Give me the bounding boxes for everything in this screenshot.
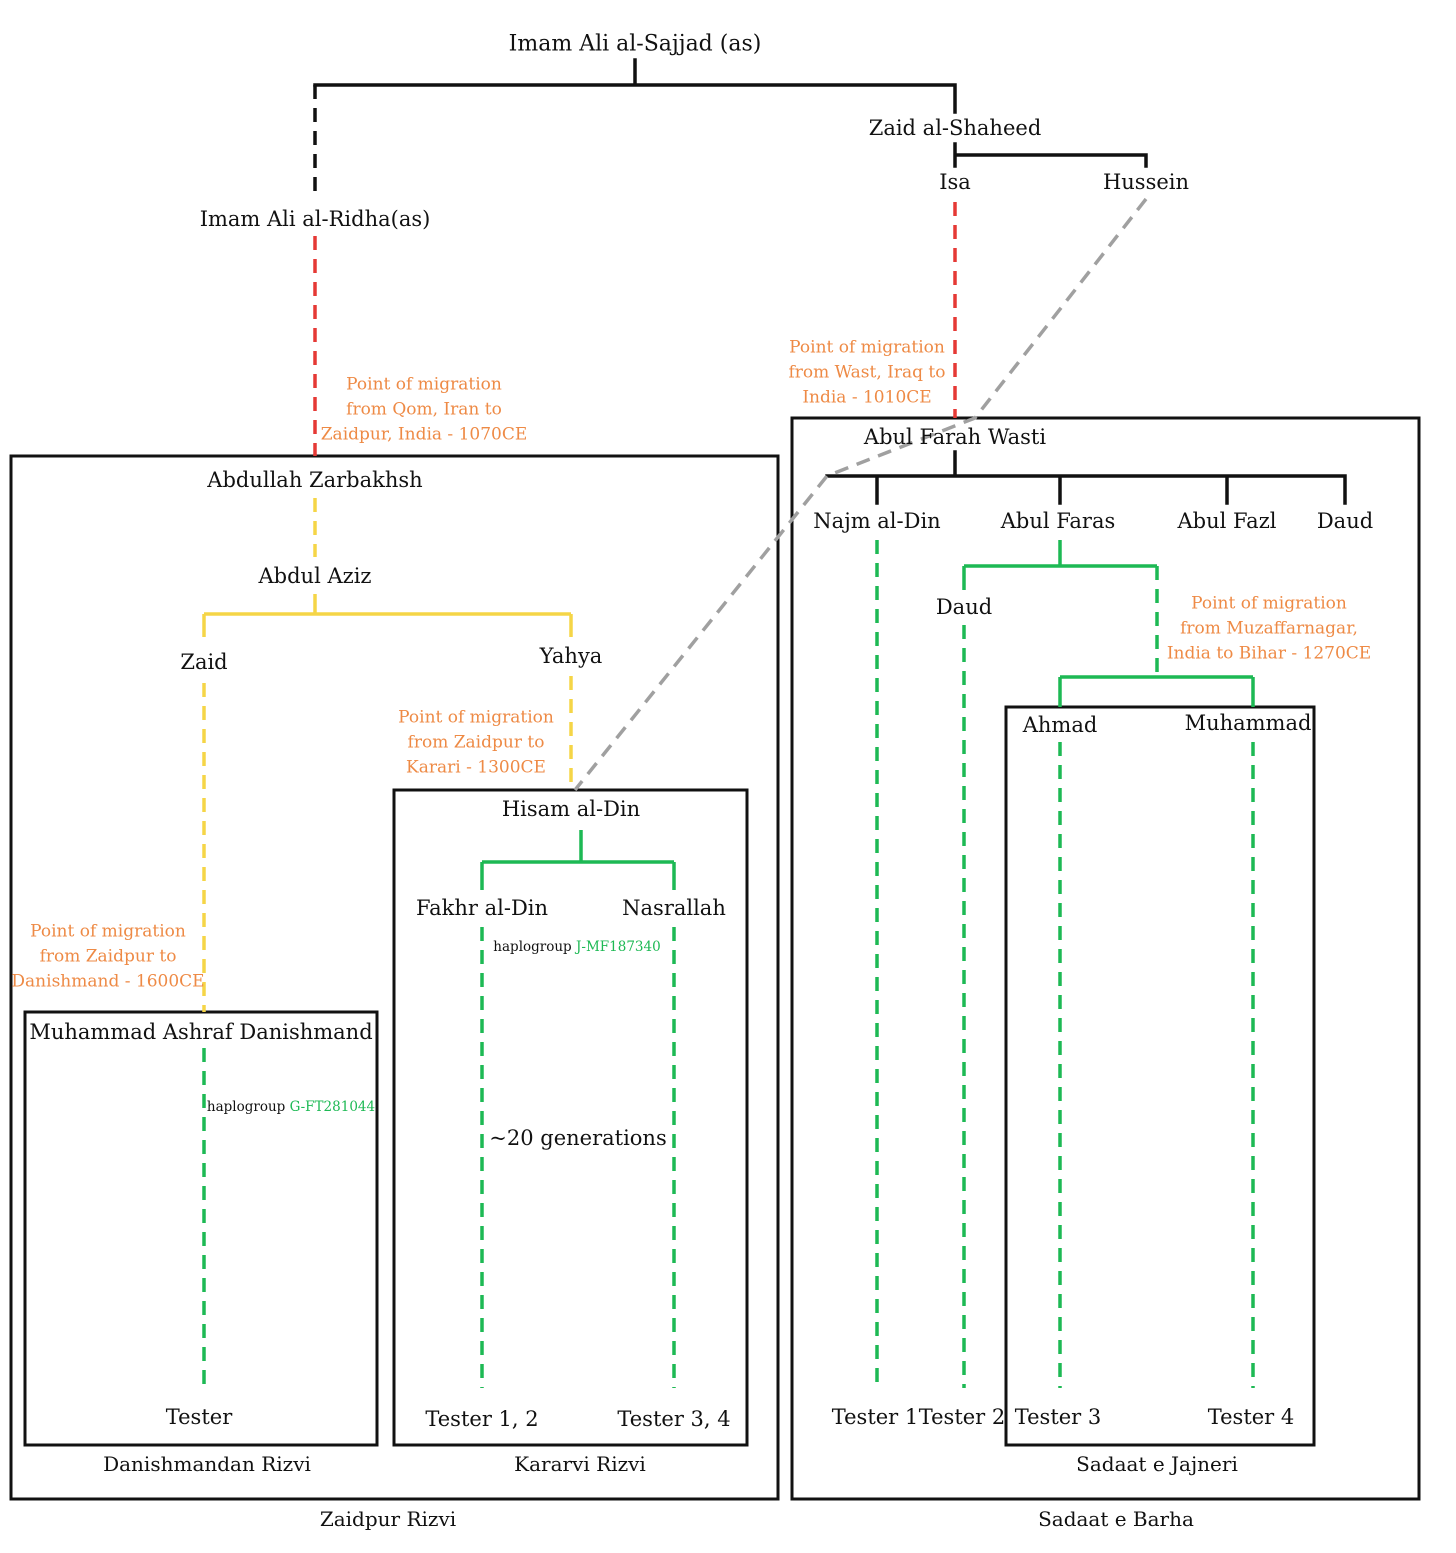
box-sadaat-e-jajneri [1004, 705, 1316, 1447]
node-abul-farah-wasti: Abul Farah Wasti [863, 425, 1047, 449]
node-muhammad-ashraf-danishmand: Muhammad Ashraf Danishmand [29, 1020, 373, 1044]
link-sajjad-children [313, 58, 957, 114]
node-imam-ali-al-sajjad: Imam Ali al-Sajjad (as) [508, 31, 762, 57]
box-sadaat-e-barha [790, 416, 1421, 1501]
link-hisam-children [480, 830, 676, 890]
node-zaid: Zaid [180, 650, 228, 674]
node-daud: Daud [935, 595, 993, 619]
node-isa: Isa [939, 170, 971, 194]
node-zaid-al-shaheed: Zaid al-Shaheed [868, 116, 1042, 140]
group-label-zaidpur-rizvi: Zaidpur Rizvi [319, 1507, 457, 1531]
box-zaidpur-rizvi [9, 454, 780, 1501]
link-zaid-shaheed-children [953, 142, 1148, 168]
migration-zaidpur-karari: Point of migration from Zaidpur to Karar… [398, 707, 554, 778]
node-hussein: Hussein [1102, 170, 1190, 194]
tester-2: Tester 2 [918, 1405, 1006, 1429]
group-label-kararvi-rizvi: Kararvi Rizvi [514, 1452, 646, 1476]
tester-1-2: Tester 1, 2 [425, 1407, 539, 1431]
node-najm-al-din: Najm al-Din [813, 509, 941, 533]
node-abdullah-zarbakhsh: Abdullah Zarbakhsh [207, 468, 423, 492]
node-abul-faras: Abul Faras [1000, 509, 1116, 533]
node-abdul-aziz: Abdul Aziz [258, 564, 372, 588]
box-danishmandan-rizvi [23, 1010, 379, 1447]
migration-zaidpur-danishmand: Point of migration from Zaidpur to Danis… [11, 921, 205, 992]
tester-4: Tester 4 [1207, 1405, 1295, 1429]
link-abul-farah-children [825, 450, 1347, 505]
tester-danishmand: Tester [165, 1405, 233, 1429]
node-nasrallah: Nasrallah [622, 896, 726, 920]
tester-3-4: Tester 3, 4 [617, 1407, 731, 1431]
haplogroup-danishmand: haplogroup G-FT281044 [206, 1099, 376, 1115]
node-daud-brother: Daud [1316, 509, 1374, 533]
group-label-sadaat-e-jajneri: Sadaat e Jajneri [1076, 1452, 1238, 1476]
link-bihar-children [1058, 675, 1255, 707]
node-abul-fazl: Abul Fazl [1177, 509, 1277, 533]
link-abul-faras-children [962, 540, 1157, 590]
node-hisam-al-din: Hisam al-Din [501, 797, 641, 821]
node-fakhr-al-din: Fakhr al-Din [415, 896, 549, 920]
box-kararvi-rizvi [392, 788, 749, 1447]
migration-muzaffarnagar-bihar: Point of migration from Muzaffarnagar, I… [1166, 593, 1372, 664]
haplogroup-kararvi: haplogroup J-MF187340 [493, 939, 661, 955]
link-abdul-aziz-children [202, 594, 573, 637]
node-muhammad: Muhammad [1184, 711, 1312, 735]
group-label-danishmandan-rizvi: Danishmandan Rizvi [103, 1452, 311, 1476]
node-ahmad: Ahmad [1022, 713, 1098, 737]
generations-note: ~20 generations [489, 1126, 667, 1150]
tester-3: Tester 3 [1014, 1405, 1102, 1429]
group-label-sadaat-e-barha: Sadaat e Barha [1038, 1507, 1194, 1531]
node-yahya: Yahya [539, 644, 603, 668]
migration-qom-zaidpur: Point of migration from Qom, Iran to Zai… [320, 374, 528, 445]
link-hussein-diagonal [573, 197, 1148, 792]
node-imam-ali-al-ridha: Imam Ali al-Ridha(as) [199, 207, 431, 231]
migration-wast-india: Point of migration from Wast, Iraq to In… [788, 337, 946, 408]
tester-1: Tester 1 [831, 1405, 919, 1429]
